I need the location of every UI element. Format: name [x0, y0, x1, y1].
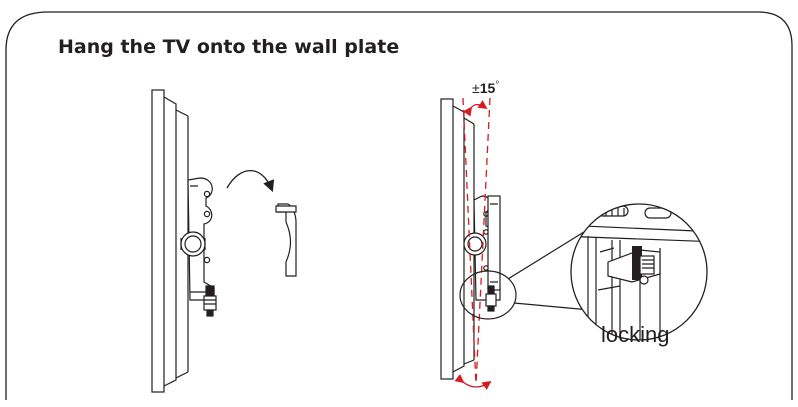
zoom-source-circle [459, 270, 517, 320]
tilt-angle-value: 15 [479, 80, 496, 96]
plus-minus-sign: ± [472, 80, 480, 96]
frame-border [5, 11, 793, 400]
page-title: Hang the TV onto the wall plate [58, 36, 400, 58]
zoom-connector-top [507, 226, 593, 280]
wall-plate-hook [275, 203, 297, 277]
zoom-connector-bottom [513, 302, 591, 311]
tv-side-view-left [151, 89, 217, 393]
curved-arrow-icon [226, 170, 275, 193]
degree-sign: ° [495, 80, 500, 91]
locking-detail-zoom [570, 203, 708, 341]
tilt-arrow-icon [463, 100, 488, 117]
tilt-angle-label: ±15° [472, 80, 499, 96]
locking-label: locking [601, 322, 670, 347]
tilt-arrow-bottom-icon [454, 373, 492, 390]
tv-side-view-right [440, 98, 501, 380]
